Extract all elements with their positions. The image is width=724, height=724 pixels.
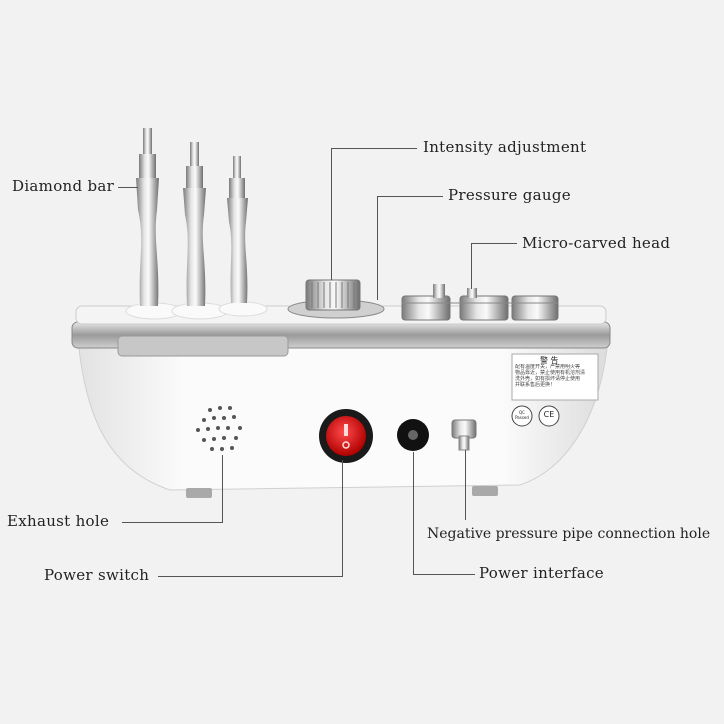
diamond-bar-handpieces xyxy=(125,128,268,320)
warning-text: 配有温度开关，严禁用明火等 物品靠近，禁止使用有机溶剂清 洗外壳，如有损坏请停止… xyxy=(515,364,597,398)
label-power-switch: Power switch xyxy=(44,566,150,584)
label-negative-pressure-pipe: Negative pressure pipe connection hole xyxy=(427,526,711,542)
leader-exhaust-h xyxy=(122,522,223,523)
leader-diamond-bar xyxy=(118,187,138,188)
leader-pressure-v xyxy=(465,450,466,520)
ce-mark: CE xyxy=(543,410,555,419)
label-intensity-adjustment: Intensity adjustment xyxy=(423,138,587,156)
label-power-interface: Power interface xyxy=(479,564,604,582)
leader-switch-v xyxy=(342,460,343,576)
leader-power-h xyxy=(413,574,475,575)
certification-marks xyxy=(511,405,560,427)
pressure-connector-graphic xyxy=(451,419,477,451)
leader-gauge-v xyxy=(377,196,378,300)
exhaust-holes xyxy=(196,406,242,451)
warning-line: 洗外壳，如有损坏请停止使用 xyxy=(515,376,581,382)
qc-badge: QC Passed xyxy=(515,410,529,420)
foot-left xyxy=(186,488,212,498)
label-pressure-gauge: Pressure gauge xyxy=(448,186,571,204)
leader-micro-h xyxy=(471,243,517,244)
leader-intensity-h xyxy=(331,148,417,149)
warning-title: 警 告 xyxy=(540,356,559,365)
leader-micro-v xyxy=(471,243,472,289)
warning-label xyxy=(511,353,599,401)
power-switch-graphic xyxy=(319,409,373,463)
leader-power-v xyxy=(413,452,414,574)
leader-gauge-h xyxy=(377,196,443,197)
label-diamond-bar: Diamond bar xyxy=(12,177,115,195)
label-micro-carved-head: Micro-carved head xyxy=(522,234,671,252)
foot-right xyxy=(472,486,498,496)
micro-carved-heads xyxy=(401,284,559,321)
warning-line: 配有温度开关，严禁用明火等 xyxy=(515,364,581,370)
leader-intensity-v xyxy=(331,148,332,280)
leader-switch-h xyxy=(158,576,343,577)
label-exhaust-hole: Exhaust hole xyxy=(7,512,110,530)
intensity-knob xyxy=(287,279,385,319)
leader-exhaust-v xyxy=(222,455,223,522)
warning-line: 物品靠近，禁止使用有机溶剂清 xyxy=(515,370,586,376)
power-interface-graphic xyxy=(397,419,429,451)
warning-line: 并联系售后更换！ xyxy=(515,382,556,388)
